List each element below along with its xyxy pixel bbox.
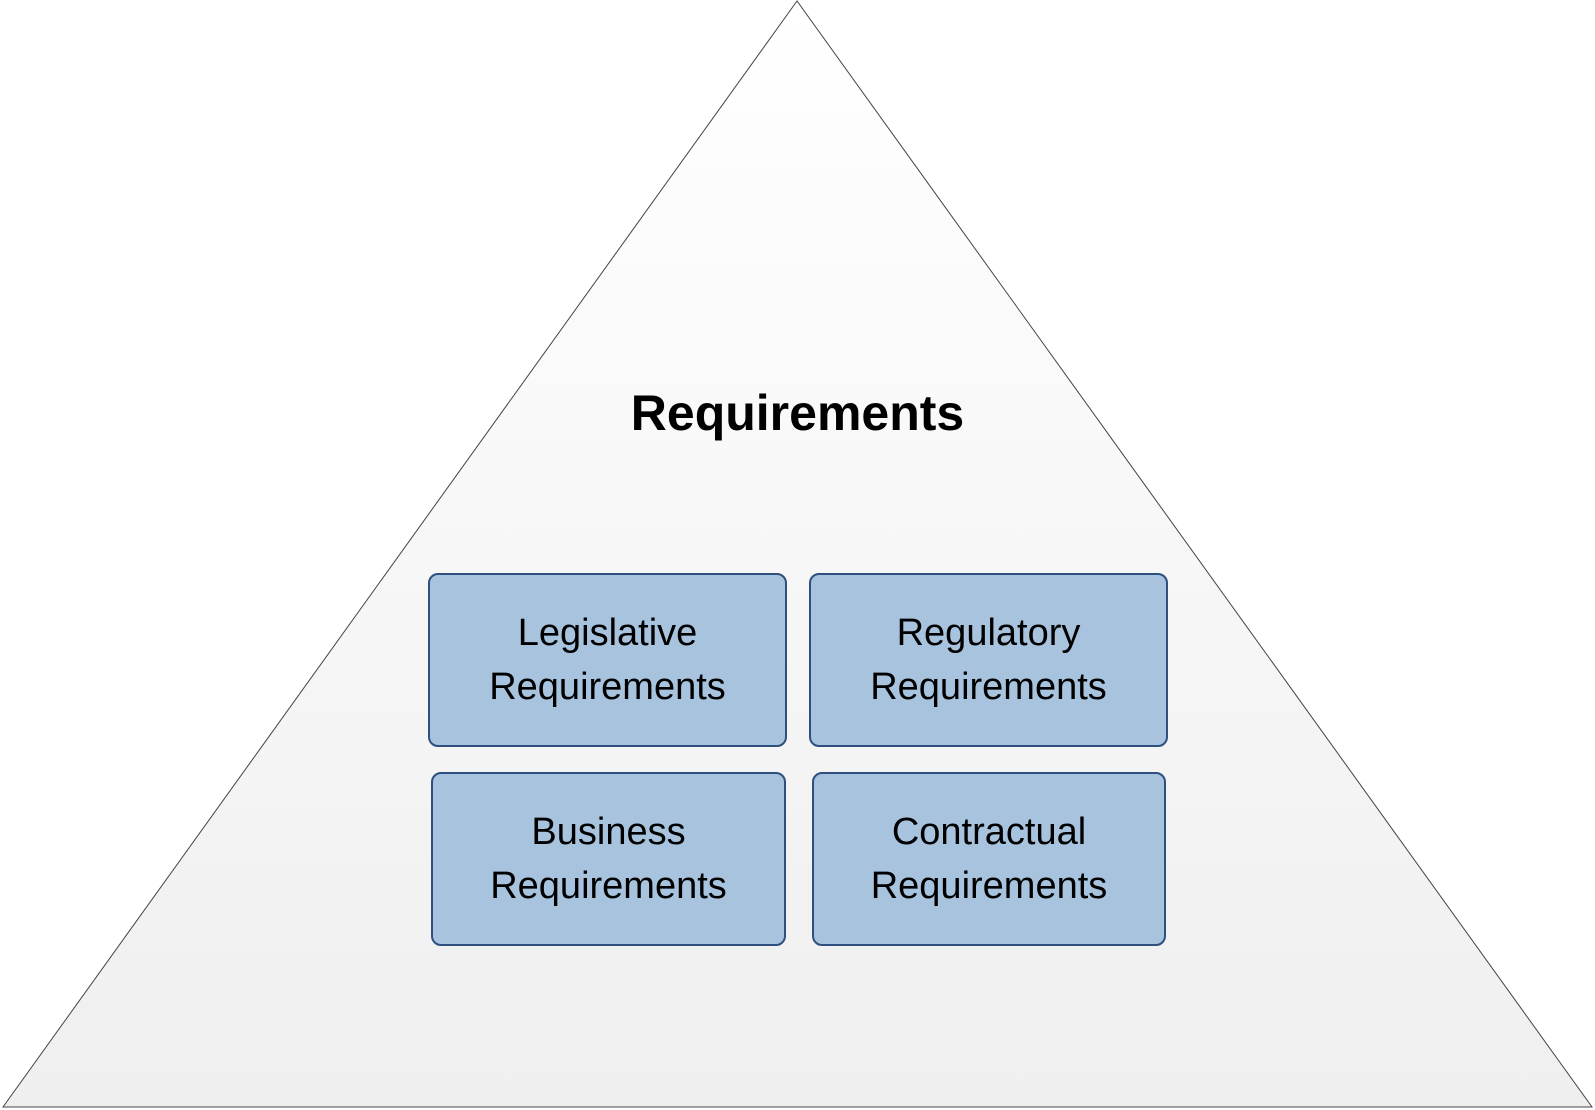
box-label-line1: Regulatory (896, 612, 1081, 654)
box-label-line1: Business (531, 811, 686, 853)
legislative-requirements-box: Legislative Requirements (428, 573, 787, 747)
box-label-line2: Requirements (489, 666, 726, 708)
diagram-title: Requirements (630, 385, 965, 441)
business-requirements-box: Business Requirements (431, 772, 786, 946)
box-label-line2: Requirements (490, 865, 727, 907)
contractual-requirements-box: Contractual Requirements (812, 772, 1166, 946)
box-label-line1: Legislative (517, 612, 698, 654)
box-label-line1: Contractual (891, 811, 1087, 853)
box-label-line2: Requirements (870, 865, 1108, 907)
regulatory-requirements-box: Regulatory Requirements (809, 573, 1168, 747)
box-label-line2: Requirements (870, 666, 1107, 708)
